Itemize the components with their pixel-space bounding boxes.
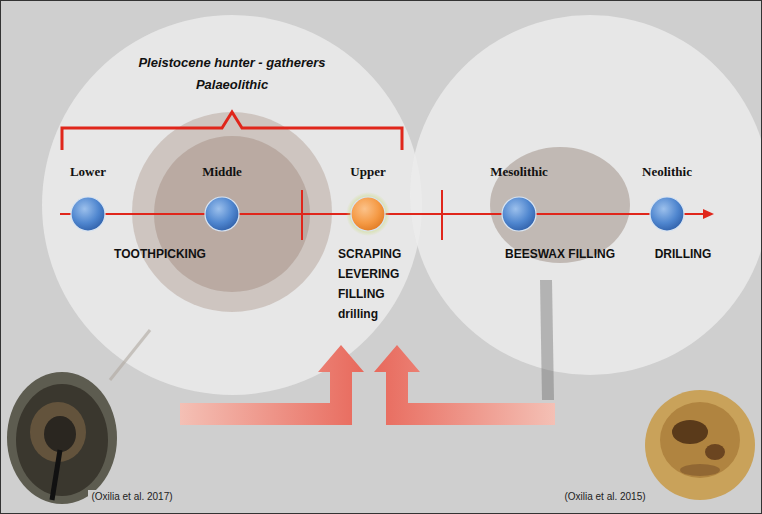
period-circle (650, 197, 684, 231)
period-name: Lower (70, 164, 106, 180)
period-node: Upper (346, 164, 390, 236)
tooth-photo (7, 372, 117, 504)
tooth-section-faded (42, 15, 422, 395)
period-bracket (62, 112, 402, 150)
activity-label: BEESWAX FILLING (505, 246, 615, 262)
period-name: Neolithic (642, 164, 692, 180)
activity-label: TOOTHPICKING (114, 246, 206, 262)
period-circle (71, 197, 105, 231)
period-heading: Pleistocene hunter - gatherers (138, 54, 325, 71)
timeline-start (60, 213, 71, 215)
timeline-end (684, 213, 704, 215)
period-name: Middle (202, 164, 242, 180)
timeline-segment (536, 213, 650, 215)
citation: (Oxilia et al. 2017) (88, 490, 175, 504)
period-node: Neolithic (642, 164, 692, 236)
tooth-photo (645, 390, 755, 500)
period-name: Mesolithic (490, 164, 548, 180)
period-circle (351, 197, 385, 231)
period-node: Middle (200, 164, 244, 236)
period-name: Upper (350, 164, 385, 180)
period-marker (200, 192, 244, 236)
period-heading: Palaeolithic (196, 76, 268, 93)
period-node: Lower (66, 164, 110, 236)
period-node: Mesolithic (490, 164, 548, 236)
period-marker (66, 192, 110, 236)
highlight-glow (346, 192, 390, 236)
period-circle (205, 197, 239, 231)
pointer-arrow (374, 345, 555, 425)
activity-label: DRILLING (655, 246, 712, 262)
activity-label: SCRAPING LEVERING FILLING drilling (338, 244, 401, 324)
period-marker (497, 192, 541, 236)
period-marker (645, 192, 689, 236)
timeline-arrowhead (703, 209, 714, 219)
period-marker (346, 192, 390, 236)
period-circle (502, 197, 536, 231)
timeline-segment (239, 213, 351, 215)
pointer-arrow (180, 345, 364, 425)
citation: (Oxilia et al. 2015) (561, 490, 648, 504)
timeline-segment (105, 213, 205, 215)
tooth-section-faded (410, 15, 762, 400)
timeline-segment (385, 213, 502, 215)
